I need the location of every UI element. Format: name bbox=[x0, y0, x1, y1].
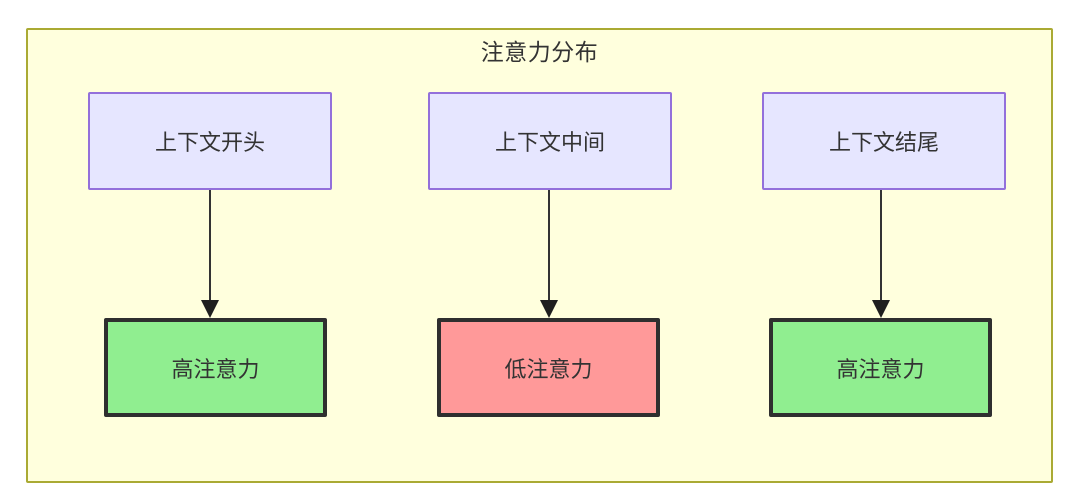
node-label: 上下文结尾 bbox=[828, 130, 939, 155]
node-label: 低注意力 bbox=[504, 356, 593, 382]
node-label: 高注意力 bbox=[171, 356, 260, 382]
node-label: 上下文开头 bbox=[154, 130, 265, 155]
node-context-middle[interactable]: 上下文中间 bbox=[428, 92, 672, 190]
node-label: 高注意力 bbox=[836, 356, 925, 382]
node-label: 上下文中间 bbox=[494, 130, 605, 155]
node-context-start[interactable]: 上下文开头 bbox=[88, 92, 332, 190]
node-high-attention-end[interactable]: 高注意力 bbox=[769, 318, 992, 417]
node-low-attention-middle[interactable]: 低注意力 bbox=[437, 318, 660, 417]
node-high-attention-start[interactable]: 高注意力 bbox=[104, 318, 327, 417]
node-context-end[interactable]: 上下文结尾 bbox=[762, 92, 1006, 190]
subgraph-title: 注意力分布 bbox=[480, 39, 599, 65]
